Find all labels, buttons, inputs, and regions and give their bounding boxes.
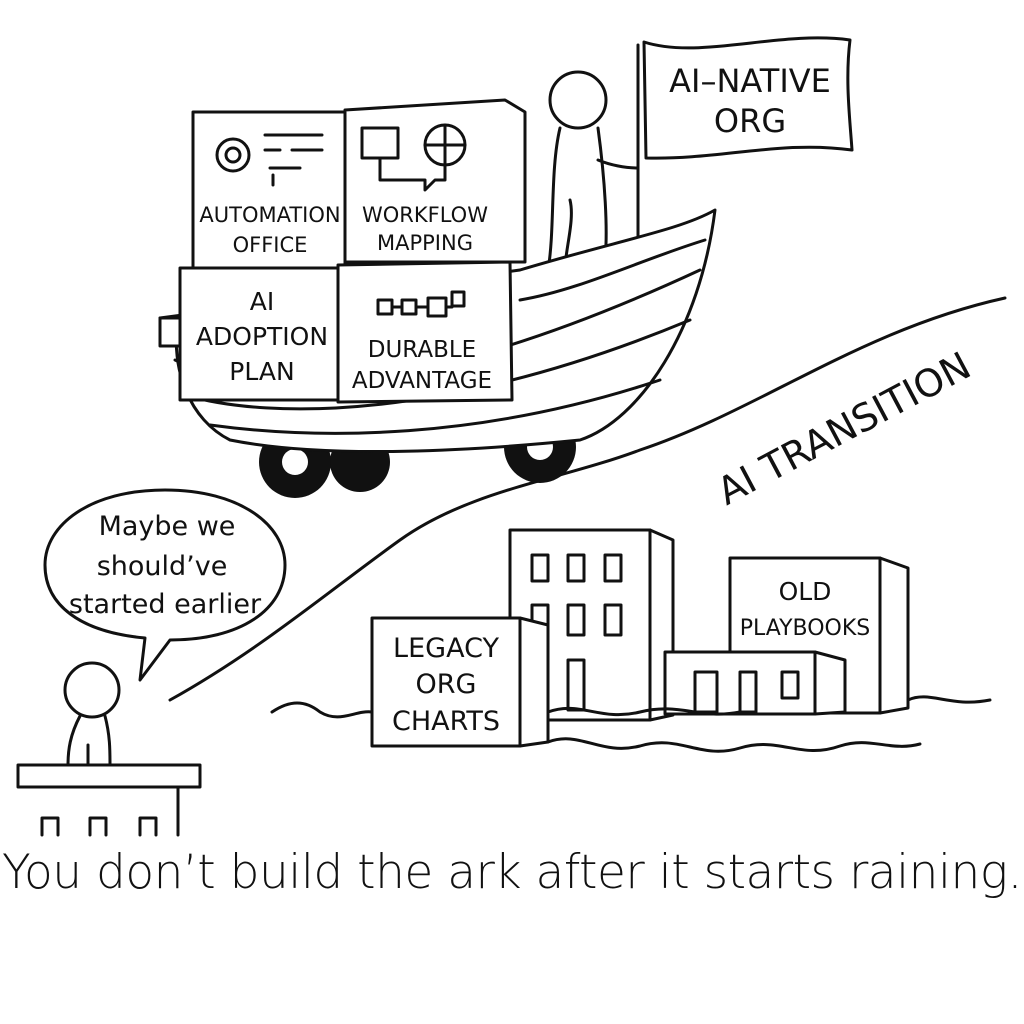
- svg-text:AI–NATIVE: AI–NATIVE: [669, 62, 831, 100]
- svg-text:LEGACY: LEGACY: [393, 633, 499, 664]
- svg-text:ORG: ORG: [714, 102, 786, 140]
- person-on-platform: [16, 661, 202, 837]
- box-workflow-mapping: WORKFLOW MAPPING: [343, 98, 527, 264]
- svg-text:PLAN: PLAN: [229, 357, 294, 386]
- svg-text:started earlier: started earlier: [69, 589, 262, 620]
- svg-text:DURABLE: DURABLE: [368, 337, 476, 363]
- svg-text:PLAYBOOKS: PLAYBOOKS: [740, 616, 871, 641]
- svg-text:AI: AI: [250, 287, 274, 316]
- svg-text:WORKFLOW: WORKFLOW: [362, 203, 488, 227]
- building-legacy-org-charts: LEGACY ORG CHARTS: [370, 616, 550, 748]
- caption: You don’t build the ark after it starts …: [2, 845, 1022, 900]
- building-low: [663, 650, 847, 716]
- svg-text:should’ve: should’ve: [97, 551, 228, 582]
- wave-back: [270, 695, 992, 719]
- svg-text:ADOPTION: ADOPTION: [196, 322, 328, 351]
- svg-text:ORG: ORG: [416, 669, 477, 700]
- box-durable-advantage: DURABLE ADVANTAGE: [336, 260, 514, 404]
- svg-text:ADVANTAGE: ADVANTAGE: [352, 368, 492, 394]
- building-old-playbooks: OLD PLAYBOOKS: [728, 556, 910, 715]
- svg-text:OFFICE: OFFICE: [233, 233, 308, 257]
- road-label: AI TRANSITION: [710, 343, 978, 513]
- flag: AI–NATIVE ORG: [636, 36, 854, 242]
- person-on-boat: [546, 70, 640, 272]
- svg-text:MAPPING: MAPPING: [377, 231, 473, 255]
- svg-text:CHARTS: CHARTS: [392, 706, 500, 737]
- speech-bubble: Maybe we should’ve started earlier: [43, 488, 287, 682]
- wave-front: [546, 737, 922, 753]
- box-automation-office: AUTOMATION OFFICE: [191, 110, 347, 270]
- box-ai-adoption-plan: AI ADOPTION PLAN: [178, 266, 340, 402]
- svg-text:Maybe we: Maybe we: [99, 511, 236, 542]
- svg-text:OLD: OLD: [779, 577, 832, 606]
- svg-text:AUTOMATION: AUTOMATION: [199, 203, 340, 227]
